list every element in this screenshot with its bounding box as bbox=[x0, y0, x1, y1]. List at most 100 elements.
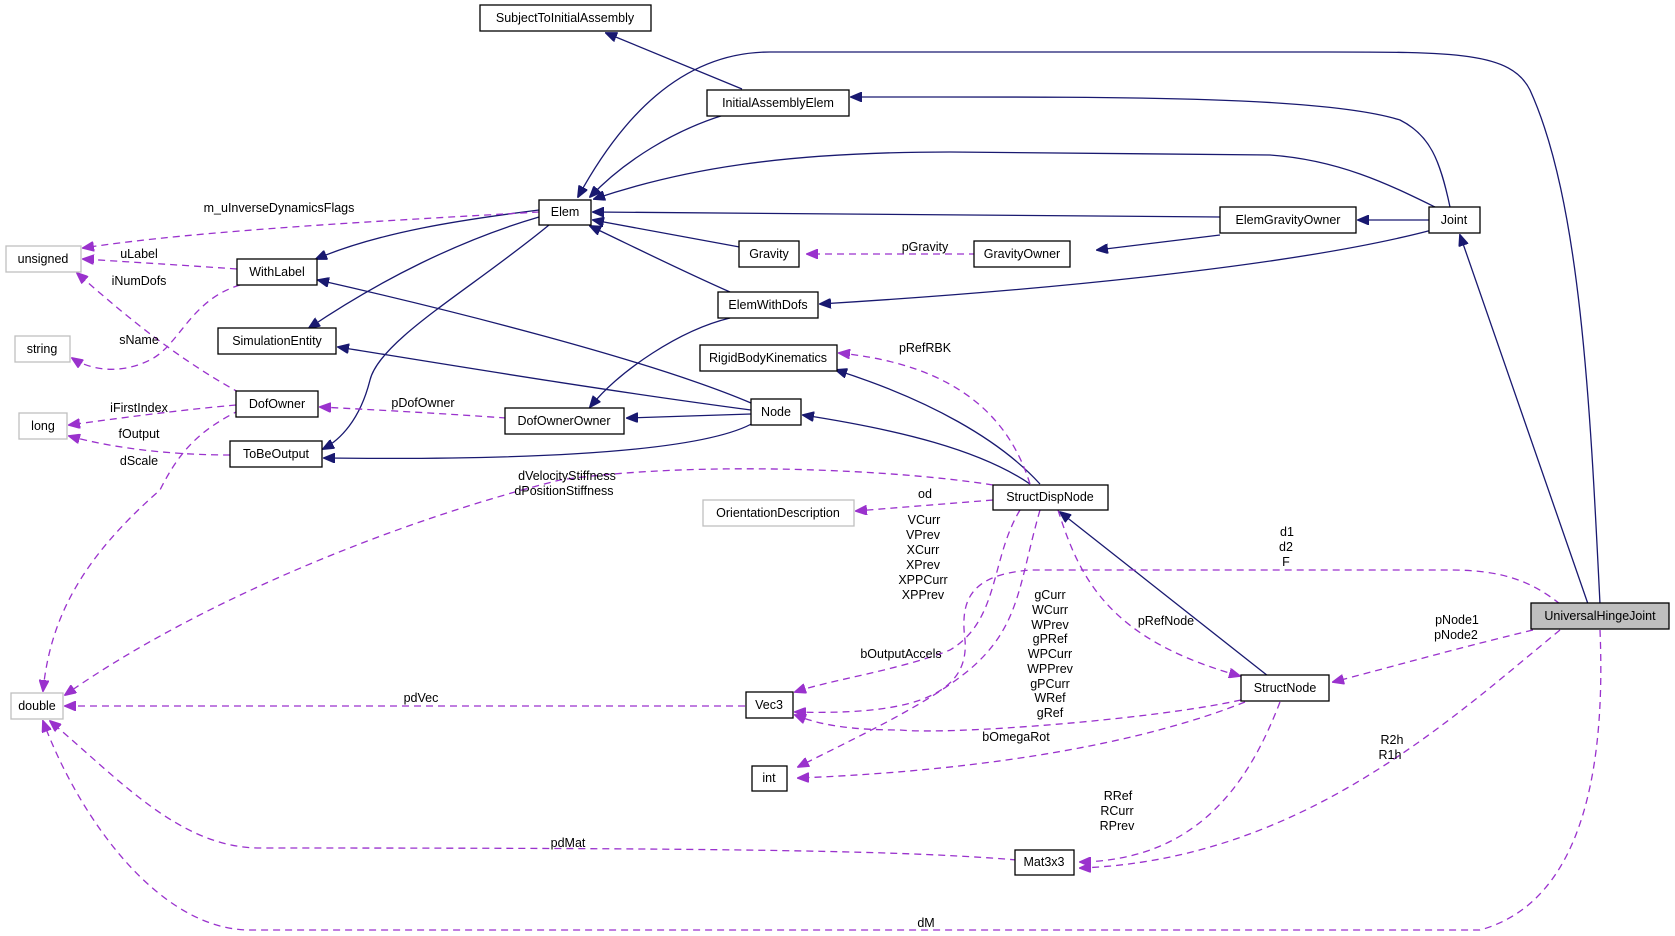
svg-text:UniversalHingeJoint: UniversalHingeJoint bbox=[1544, 609, 1656, 623]
edge-labels: m_uInverseDynamicsFlags uLabel iNumDofs … bbox=[110, 201, 1479, 930]
node-structdispnode[interactable]: StructDispNode bbox=[992, 484, 1109, 511]
node-withlabel[interactable]: WithLabel bbox=[236, 258, 318, 286]
label-pgravity: pGravity bbox=[902, 240, 949, 254]
node-long[interactable]: long bbox=[18, 412, 68, 440]
svg-text:Gravity: Gravity bbox=[749, 247, 789, 261]
edge-structdispnode-to-int bbox=[798, 509, 1041, 767]
node-universalhingejoint[interactable]: UniversalHingeJoint bbox=[1530, 602, 1670, 630]
edge-structdispnode-to-rigidbodykinematics-pref bbox=[839, 353, 1031, 485]
svg-text:SubjectToInitialAssembly: SubjectToInitialAssembly bbox=[496, 11, 635, 25]
node-unsigned[interactable]: unsigned bbox=[5, 245, 82, 273]
node-structnode[interactable]: StructNode bbox=[1240, 674, 1330, 702]
edge-dofowner-to-long bbox=[69, 404, 237, 425]
edge-structdispnode-to-double bbox=[65, 468, 994, 695]
label-pdvec: pdVec bbox=[404, 691, 439, 705]
svg-text:WRef: WRef bbox=[1034, 691, 1066, 705]
node-gravityowner[interactable]: GravityOwner bbox=[973, 240, 1071, 268]
edge-withlabel-to-string bbox=[72, 284, 241, 370]
svg-text:Vec3: Vec3 bbox=[755, 698, 783, 712]
svg-text:WPrev: WPrev bbox=[1031, 618, 1069, 632]
edge-universalhingejoint-to-joint bbox=[1460, 235, 1589, 605]
svg-text:ElemGravityOwner: ElemGravityOwner bbox=[1236, 213, 1341, 227]
node-node[interactable]: Node bbox=[750, 398, 802, 426]
edge-gravity-to-elem bbox=[593, 220, 746, 249]
edge-structnode-to-mat3x3 bbox=[1080, 701, 1281, 862]
node-subjecttoinitialassembly[interactable]: SubjectToInitialAssembly bbox=[479, 4, 652, 32]
svg-text:WCurr: WCurr bbox=[1032, 603, 1068, 617]
edge-joint-to-elem bbox=[594, 151, 1436, 208]
svg-text:R2h: R2h bbox=[1381, 733, 1404, 747]
svg-text:Node: Node bbox=[761, 405, 791, 419]
svg-text:pNode2: pNode2 bbox=[1434, 628, 1478, 642]
node-orientationdescription[interactable]: OrientationDescription bbox=[702, 499, 855, 527]
label-ulabel: uLabel bbox=[120, 247, 158, 261]
edge-node-to-simulationentity bbox=[338, 347, 752, 411]
node-elem[interactable]: Elem bbox=[538, 199, 592, 226]
edge-elemwithdofs-to-elem bbox=[590, 226, 731, 293]
edge-universalhingejoint-to-mat3x3 bbox=[1080, 629, 1561, 868]
svg-text:unsigned: unsigned bbox=[18, 252, 69, 266]
svg-text:WPCurr: WPCurr bbox=[1028, 647, 1072, 661]
label-dvelocitystiffness: dVelocityStiffness bbox=[518, 469, 616, 483]
edge-node-to-dofownerowner bbox=[627, 414, 752, 418]
svg-text:XPrev: XPrev bbox=[906, 558, 941, 572]
edge-structnode-to-structdispnode bbox=[1060, 512, 1269, 677]
svg-text:VPrev: VPrev bbox=[906, 528, 941, 542]
node-tobeoutput[interactable]: ToBeOutput bbox=[229, 440, 323, 468]
svg-text:string: string bbox=[27, 342, 58, 356]
svg-text:XPPrev: XPPrev bbox=[902, 588, 945, 602]
nodes: SubjectToInitialAssembly InitialAssembly… bbox=[5, 4, 1670, 876]
edge-structdispnode-to-vec3 bbox=[795, 509, 1021, 692]
edge-universalhingejoint-to-vec3 bbox=[795, 569, 1561, 712]
svg-text:gRef: gRef bbox=[1037, 706, 1064, 720]
node-joint[interactable]: Joint bbox=[1428, 206, 1481, 234]
node-dofownerowner[interactable]: DofOwnerOwner bbox=[504, 407, 625, 435]
svg-text:XCurr: XCurr bbox=[907, 543, 940, 557]
edge-structdispnode-to-orientationdescription bbox=[856, 499, 994, 511]
label-pdmat: pdMat bbox=[551, 836, 586, 850]
svg-text:RigidBodyKinematics: RigidBodyKinematics bbox=[709, 351, 827, 365]
label-inumdofs: iNumDofs bbox=[112, 274, 167, 288]
node-rigidbodykinematics[interactable]: RigidBodyKinematics bbox=[699, 344, 838, 372]
svg-text:ElemWithDofs: ElemWithDofs bbox=[728, 298, 807, 312]
node-mat3x3[interactable]: Mat3x3 bbox=[1014, 849, 1075, 876]
svg-text:double: double bbox=[18, 699, 56, 713]
node-elemwithdofs[interactable]: ElemWithDofs bbox=[717, 291, 819, 319]
node-initialassemblyelem[interactable]: InitialAssemblyElem bbox=[706, 89, 850, 117]
svg-text:gPRef: gPRef bbox=[1033, 632, 1068, 646]
node-vec3[interactable]: Vec3 bbox=[745, 691, 794, 719]
svg-text:RRef: RRef bbox=[1104, 789, 1133, 803]
svg-text:RCurr: RCurr bbox=[1100, 804, 1133, 818]
label-pdofowner: pDofOwner bbox=[391, 396, 454, 410]
node-double[interactable]: double bbox=[10, 692, 64, 720]
svg-text:InitialAssemblyElem: InitialAssemblyElem bbox=[722, 96, 834, 110]
node-int[interactable]: int bbox=[751, 765, 788, 792]
svg-text:WPPrev: WPPrev bbox=[1027, 662, 1074, 676]
edge-joint-to-initialassemblyelem bbox=[851, 97, 1451, 208]
node-dofowner[interactable]: DofOwner bbox=[235, 390, 319, 418]
node-string[interactable]: string bbox=[14, 335, 71, 363]
svg-text:Joint: Joint bbox=[1441, 213, 1468, 227]
svg-text:Mat3x3: Mat3x3 bbox=[1024, 855, 1065, 869]
edge-initialassemblyelem-to-elem bbox=[590, 114, 725, 197]
usage-edges bbox=[43, 211, 1602, 931]
edge-joint-to-elemwithdofs bbox=[820, 229, 1433, 304]
node-simulationentity[interactable]: SimulationEntity bbox=[217, 327, 337, 355]
inheritance-edges bbox=[309, 33, 1601, 677]
svg-text:int: int bbox=[762, 771, 776, 785]
edge-elemgravityowner-to-gravityowner bbox=[1097, 234, 1221, 250]
node-gravity[interactable]: Gravity bbox=[738, 240, 800, 268]
svg-text:RPrev: RPrev bbox=[1100, 819, 1135, 833]
edge-structdispnode-to-rigidbodykinematics bbox=[836, 370, 1041, 485]
edge-tobeoutput-to-long bbox=[69, 436, 231, 456]
svg-text:XPPCurr: XPPCurr bbox=[898, 573, 947, 587]
node-elemgravityowner[interactable]: ElemGravityOwner bbox=[1219, 206, 1357, 234]
svg-text:gPCurr: gPCurr bbox=[1030, 677, 1070, 691]
svg-text:Elem: Elem bbox=[551, 205, 579, 219]
edge-structdispnode-to-structnode bbox=[1057, 509, 1240, 676]
edge-universalhingejoint-to-structnode bbox=[1333, 629, 1534, 682]
svg-text:gCurr: gCurr bbox=[1034, 588, 1065, 602]
svg-text:d2: d2 bbox=[1279, 540, 1293, 554]
svg-text:ToBeOutput: ToBeOutput bbox=[243, 447, 310, 461]
